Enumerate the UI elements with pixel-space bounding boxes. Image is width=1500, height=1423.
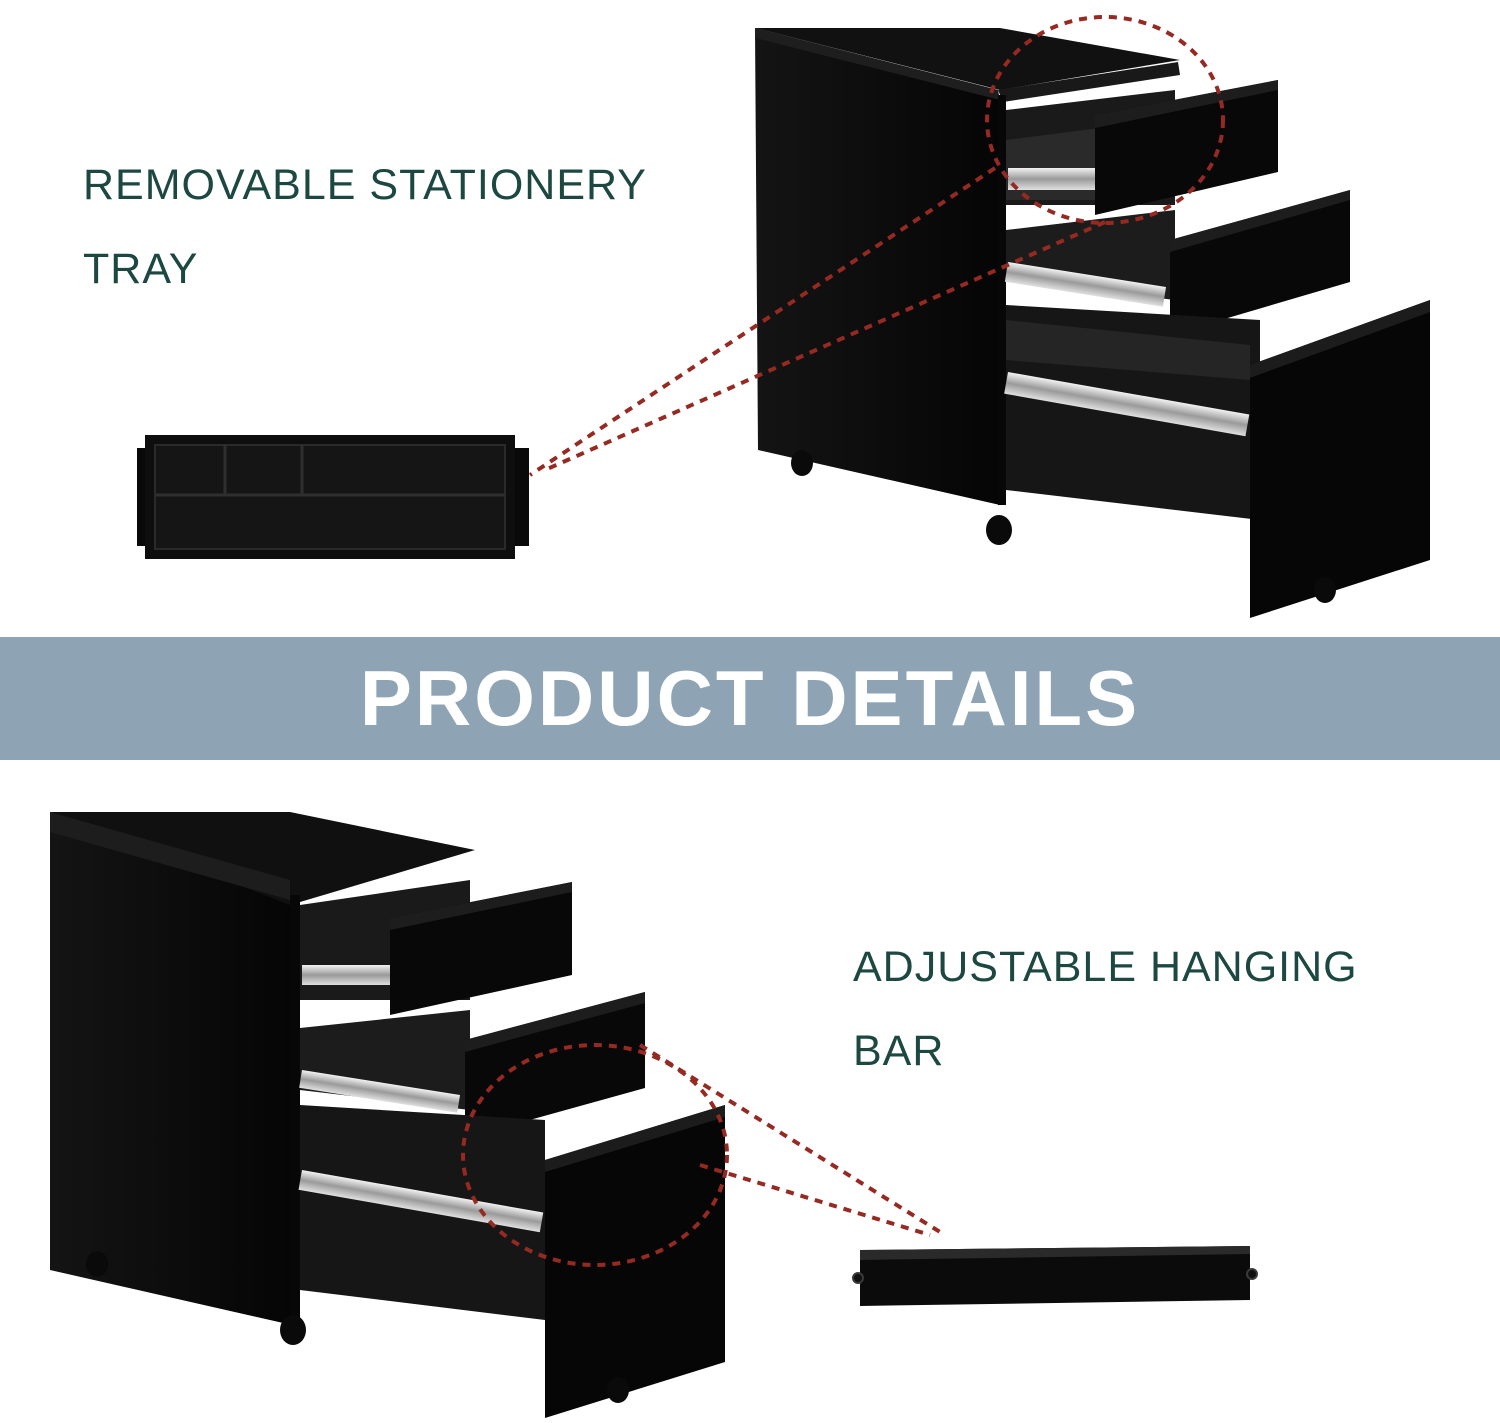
hanging-bar-image (852, 1246, 1258, 1306)
bottom-cabinet (50, 812, 725, 1418)
product-details-banner: PRODUCT DETAILS (0, 637, 1500, 760)
bottom-callout (461, 1043, 942, 1267)
bottom-feature-caption-line2: BAR (853, 1027, 945, 1075)
stationery-tray-image (137, 435, 529, 559)
top-feature-caption-line2: TRAY (83, 245, 199, 293)
top-feature-caption-line1: REMOVABLE STATIONERY (83, 161, 647, 209)
top-cabinet (755, 28, 1430, 618)
banner-title: PRODUCT DETAILS (359, 654, 1141, 742)
top-callout (528, 15, 1225, 477)
bottom-feature-caption-line1: ADJUSTABLE HANGING (853, 943, 1358, 991)
